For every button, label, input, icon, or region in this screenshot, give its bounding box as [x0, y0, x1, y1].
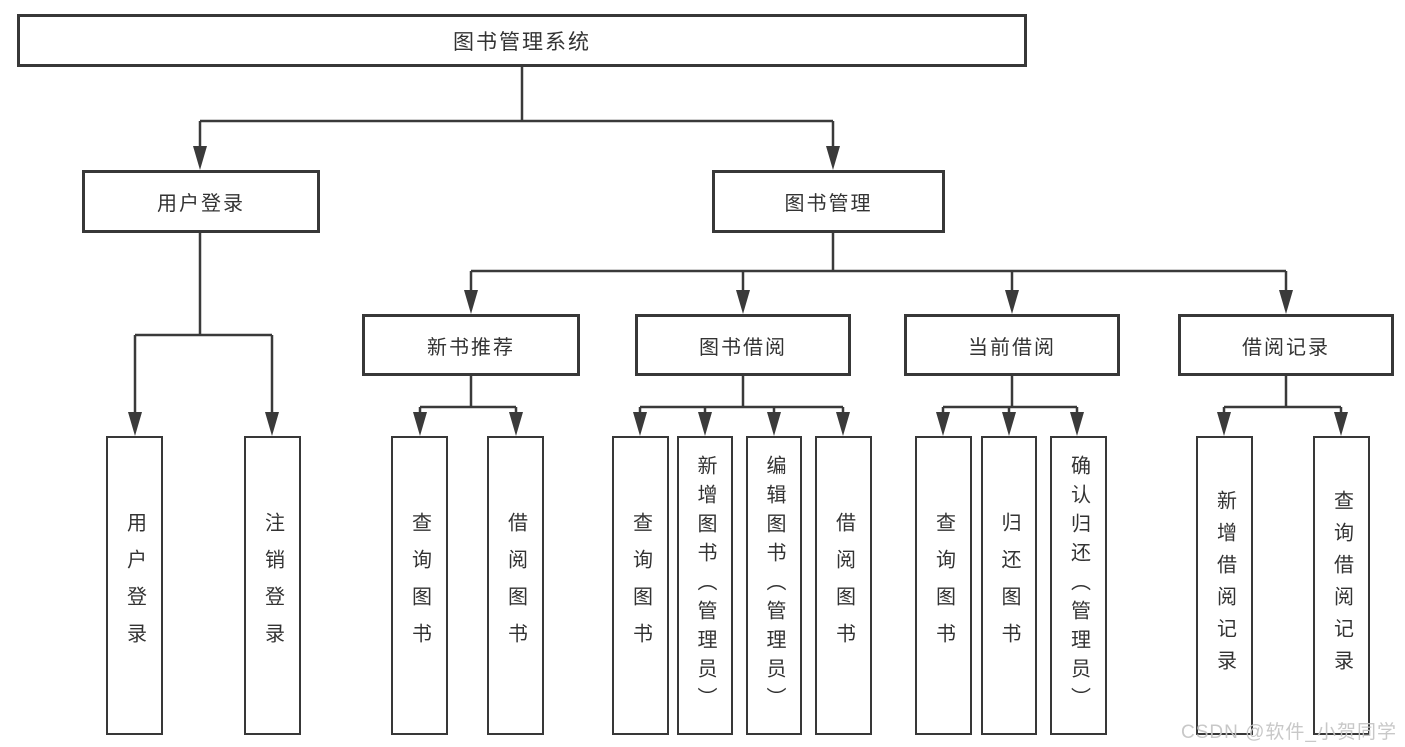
node-new-book-recommend: 新书推荐	[362, 314, 580, 376]
node-label: 新增借阅记录	[1213, 489, 1236, 682]
node-label: 当前借阅	[968, 336, 1056, 359]
node-label: 新增图书（管理员）	[694, 455, 716, 716]
node-label: 查询图书	[629, 511, 652, 660]
arrowhead	[936, 412, 950, 436]
arrowhead	[698, 412, 712, 436]
node-query-borrow-record: 查询借阅记录	[1313, 436, 1370, 735]
node-return-books: 归还图书	[981, 436, 1037, 735]
arrowhead	[509, 412, 523, 436]
arrowhead	[1002, 412, 1016, 436]
node-label: 用户登录	[157, 193, 245, 215]
node-query-books-current: 查询图书	[915, 436, 972, 735]
node-library-system: 图书管理系统	[17, 14, 1027, 67]
connector-paths	[133, 66, 1343, 416]
node-label: 借阅图书	[832, 511, 855, 660]
node-label: 用户登录	[123, 511, 146, 660]
node-confirm-return-admin: 确认归还（管理员）	[1050, 436, 1107, 735]
node-add-books-admin: 新增图书（管理员）	[677, 436, 733, 735]
arrowhead	[128, 412, 142, 436]
node-book-management: 图书管理	[712, 170, 945, 233]
node-add-borrow-record: 新增借阅记录	[1196, 436, 1253, 735]
arrowhead	[265, 412, 279, 436]
arrowhead	[1279, 290, 1293, 314]
node-label: 确认归还（管理员）	[1067, 455, 1090, 716]
node-label: 借阅图书	[504, 511, 527, 660]
arrowhead	[767, 412, 781, 436]
node-label: 图书管理	[784, 193, 873, 215]
node-borrow-books: 借阅图书	[815, 436, 872, 735]
node-query-books-borrow: 查询图书	[612, 436, 669, 735]
arrowhead	[1005, 290, 1019, 314]
node-borrowing-records: 借阅记录	[1178, 314, 1394, 376]
arrowhead	[736, 290, 750, 314]
node-user-login: 用户登录	[82, 170, 320, 233]
arrowhead	[413, 412, 427, 436]
node-book-borrowing: 图书借阅	[635, 314, 851, 376]
node-current-borrowing: 当前借阅	[904, 314, 1120, 376]
node-query-books-newrec: 查询图书	[391, 436, 448, 735]
arrowhead	[826, 146, 840, 170]
arrowhead	[633, 412, 647, 436]
node-label: 图书管理系统	[453, 30, 591, 54]
arrowhead	[836, 412, 850, 436]
node-logout: 注销登录	[244, 436, 301, 735]
node-edit-books-admin: 编辑图书（管理员）	[746, 436, 802, 735]
node-label: 借阅记录	[1242, 336, 1330, 359]
csdn-watermark: CSDN @软件_小贺同学	[1181, 722, 1397, 743]
node-borrow-books-newrec: 借阅图书	[487, 436, 544, 735]
node-label: 查询图书	[932, 511, 955, 660]
node-label: 图书借阅	[699, 336, 787, 359]
arrowhead	[1070, 412, 1084, 436]
node-label: 注销登录	[261, 511, 284, 660]
arrowhead	[1334, 412, 1348, 436]
arrowhead	[464, 290, 478, 314]
node-label: 查询借阅记录	[1330, 489, 1353, 682]
node-label: 编辑图书（管理员）	[763, 455, 785, 716]
node-label: 新书推荐	[427, 336, 515, 359]
arrowhead	[193, 146, 207, 170]
arrowheads	[128, 146, 1348, 436]
arrowhead	[1217, 412, 1231, 436]
node-label: 归还图书	[998, 511, 1020, 660]
node-label: 查询图书	[408, 511, 431, 660]
node-user-login-action: 用户登录	[106, 436, 163, 735]
